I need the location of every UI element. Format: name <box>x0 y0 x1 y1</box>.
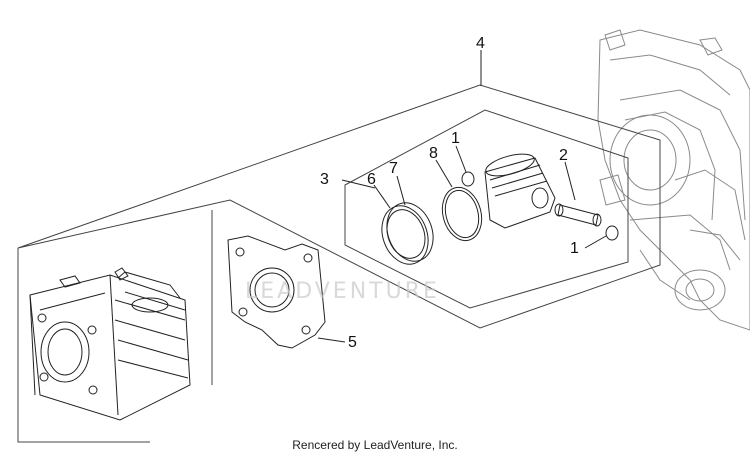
piston-rings-6-7 <box>381 202 434 265</box>
callout-1-top: 1 <box>451 130 460 147</box>
piston-pin <box>554 203 602 227</box>
head-gasket <box>227 235 326 349</box>
callout-1-bottom: 1 <box>570 240 579 257</box>
crankcase-illustration <box>597 29 750 331</box>
callout-3: 3 <box>320 171 329 188</box>
callout-8: 8 <box>429 145 438 162</box>
cylinder-block <box>29 267 191 421</box>
callout-2: 2 <box>559 147 568 164</box>
piston-ring-8 <box>441 186 483 242</box>
callout-7: 7 <box>389 160 398 177</box>
callout-6: 6 <box>367 171 376 188</box>
attribution-footer: Rencered by LeadVenture, Inc. <box>292 438 458 452</box>
piston-pin-clip-bottom <box>605 225 619 241</box>
callout-4: 4 <box>476 35 485 52</box>
piston-pin-clip-top <box>461 171 475 187</box>
piston-subassembly-panel <box>344 109 629 309</box>
outer-assembly-panel <box>17 84 661 443</box>
piston <box>484 153 556 229</box>
leader-lines <box>317 50 607 343</box>
callout-5: 5 <box>348 334 357 351</box>
watermark-text: LEADVENTURE <box>245 279 440 304</box>
